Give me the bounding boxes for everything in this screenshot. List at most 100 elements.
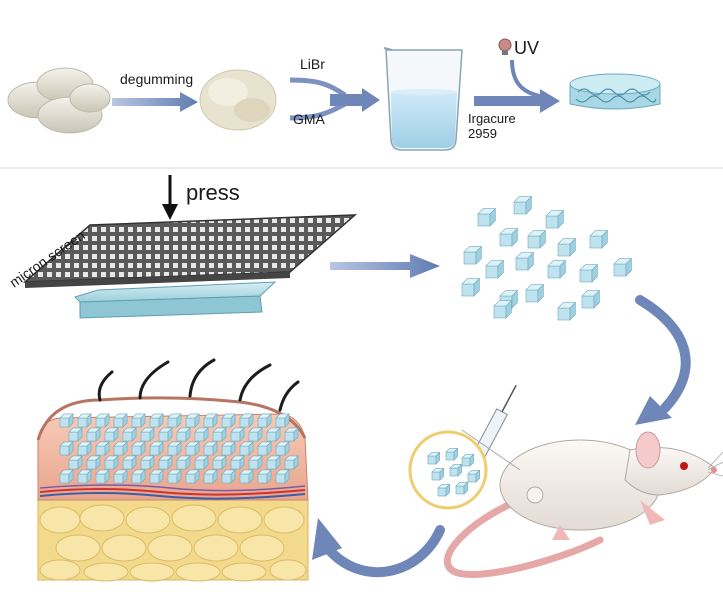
magnified-microgel-cube <box>427 451 441 465</box>
implanted-microgel-cube <box>113 469 128 484</box>
implanted-microgel-cube <box>176 455 191 470</box>
implanted-microgel-cube <box>167 441 182 456</box>
implanted-microgel-cube <box>77 441 92 456</box>
uv-crosslink-arrow <box>474 59 560 113</box>
micron-screen <box>22 214 358 288</box>
implanted-microgel-cube <box>59 469 74 484</box>
implanted-microgel-cube <box>140 455 155 470</box>
implanted-microgel-cube <box>194 427 209 442</box>
libr-label: LiBr <box>300 56 325 72</box>
implanted-microgel-cube <box>140 427 155 442</box>
implanted-microgel-cube <box>257 441 272 456</box>
microgel-cube <box>557 237 577 257</box>
microgel-cube <box>515 251 535 271</box>
implanted-microgel-cube <box>122 455 137 470</box>
implanted-microgel-cube <box>77 469 92 484</box>
implanted-microgel-cube <box>257 469 272 484</box>
implanted-microgel-cube <box>104 427 119 442</box>
implanted-microgel-cube <box>95 413 110 428</box>
beaker <box>383 47 463 151</box>
implanted-microgel-cube <box>248 455 263 470</box>
hydrogel-disk <box>569 73 661 110</box>
implanted-microgel-cube <box>86 427 101 442</box>
implanted-microgels <box>59 413 299 484</box>
implanted-microgel-cube <box>167 469 182 484</box>
implanted-microgel-cube <box>158 427 173 442</box>
implanted-microgel-cube <box>122 427 137 442</box>
implanted-microgel-cube <box>149 441 164 456</box>
implanted-microgel-cube <box>185 413 200 428</box>
implanted-microgel-cube <box>131 441 146 456</box>
dissolution-arrow <box>289 77 380 121</box>
microgel-cube <box>461 277 481 297</box>
magnified-microgel-cube <box>455 481 469 495</box>
magnified-microgel-cube <box>461 453 475 467</box>
magnified-microgel-cube <box>431 467 445 481</box>
press-label: press <box>186 180 240 205</box>
implanted-microgel-cube <box>59 441 74 456</box>
implanted-microgel-cube <box>131 469 146 484</box>
implanted-microgel-cube <box>95 441 110 456</box>
implanted-microgel-cube <box>149 469 164 484</box>
silk-cocoons <box>7 67 111 134</box>
microgel-cube <box>557 301 577 321</box>
implanted-microgel-cube <box>275 441 290 456</box>
degumming-arrow <box>112 92 198 112</box>
microgel-cube <box>527 229 547 249</box>
press-arrow <box>162 175 178 220</box>
implanted-microgel-cube <box>230 455 245 470</box>
irgacure-number-label: 2959 <box>468 126 497 141</box>
implanted-microgel-cube <box>86 455 101 470</box>
degumming-label: degumming <box>120 71 193 87</box>
uv-lamp-icon <box>498 38 512 55</box>
implanted-microgel-cube <box>95 469 110 484</box>
implanted-microgel-cube <box>266 455 281 470</box>
implanted-microgel-cube <box>176 427 191 442</box>
uv-label: UV <box>514 38 539 58</box>
implanted-microgel-cube <box>284 455 299 470</box>
implanted-microgel-cube <box>239 469 254 484</box>
implanted-microgel-cube <box>59 413 74 428</box>
implanted-microgel-cube <box>221 413 236 428</box>
implanted-microgel-cube <box>266 427 281 442</box>
implanted-microgel-cube <box>230 427 245 442</box>
magnified-microgel-cube <box>437 483 451 497</box>
implanted-microgel-cube <box>248 427 263 442</box>
microgel-cube <box>525 283 545 303</box>
microgel-cube <box>499 227 519 247</box>
implanted-microgel-cube <box>203 469 218 484</box>
implanted-microgel-cube <box>185 469 200 484</box>
implanted-microgel-cube <box>185 441 200 456</box>
implanted-microgel-cube <box>212 455 227 470</box>
implanted-microgel-cube <box>158 455 173 470</box>
microgel-cube <box>613 257 633 277</box>
microgel-cube <box>547 259 567 279</box>
microgel-cube <box>589 229 609 249</box>
implanted-microgel-cube <box>257 413 272 428</box>
microgel-cube <box>493 299 513 319</box>
microgel-cube <box>477 207 497 227</box>
implanted-microgel-cube <box>203 441 218 456</box>
microgel-cube <box>499 289 519 309</box>
hydrogel-slab <box>74 281 277 319</box>
microgel-cube <box>485 259 505 279</box>
mouse <box>444 431 723 578</box>
skin-hairs <box>97 358 300 412</box>
implanted-microgel-cube <box>77 413 92 428</box>
microgel-cube <box>581 289 601 309</box>
implanted-microgel-cube <box>275 469 290 484</box>
microgel-cube <box>513 195 533 215</box>
implanted-microgel-cube <box>284 427 299 442</box>
implanted-microgel-cube <box>167 413 182 428</box>
degummed-silk <box>199 69 277 131</box>
implanted-microgel-cube <box>221 469 236 484</box>
implanted-microgel-cube <box>113 441 128 456</box>
implanted-microgel-cube <box>239 441 254 456</box>
microgel-cube <box>463 245 483 265</box>
to-microgels-arrow <box>330 254 440 278</box>
implanted-microgel-cube <box>194 455 209 470</box>
implanted-microgel-cube <box>113 413 128 428</box>
microgel-particles <box>461 195 633 321</box>
irgacure-label: Irgacure <box>468 111 516 126</box>
implanted-microgel-cube <box>104 455 119 470</box>
